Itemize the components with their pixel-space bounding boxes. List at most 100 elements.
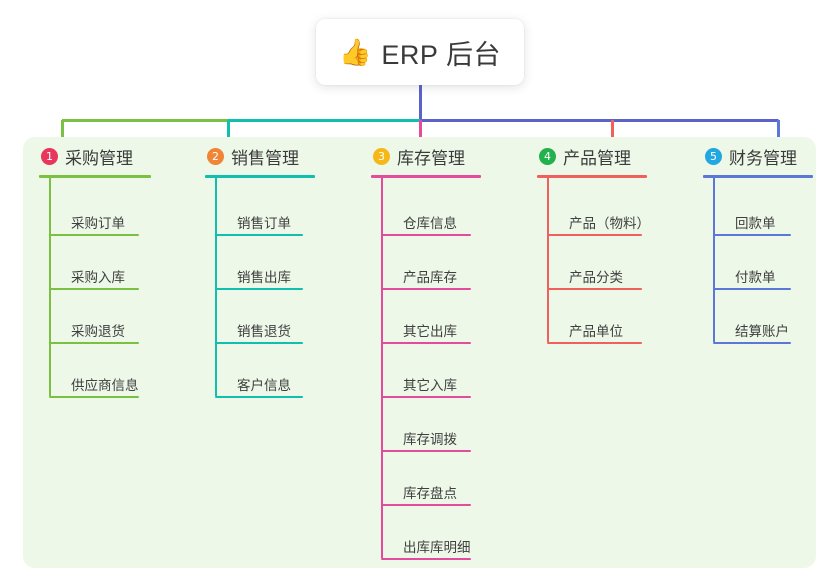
branch-rule-1 [39,175,151,178]
leaf-item-rule [215,234,303,236]
leaf-list-5: 回款单付款单结算账户 [713,178,816,344]
branch-column-1: 1 采购管理采购订单采购入库采购退货供应商信息 [23,137,189,568]
branch-rule-2 [205,175,315,178]
branch-header-3[interactable]: 3 库存管理 [355,137,521,175]
leaf-item-label: 产品（物料） [569,215,650,231]
leaf-item[interactable]: 其它出库 [381,290,521,344]
branch-badge-4: 4 [539,147,556,165]
leaf-item-label: 结算账户 [735,323,789,339]
leaf-item[interactable]: 产品单位 [547,290,687,344]
branch-column-4: 4 产品管理产品（物料） 产品分类产品单位 [521,137,687,568]
leaf-list-2: 销售订单销售出库销售退货客户信息 [215,178,355,398]
leaf-item-rule [49,396,139,398]
leaf-item-rule [713,234,791,236]
leaf-item[interactable]: 付款单 [713,236,816,290]
leaf-spine-3 [381,178,383,558]
leaf-spine-4 [547,178,549,342]
leaf-item-label: 销售出库 [237,269,291,285]
branch-column-3: 3 库存管理仓库信息产品库存其它出库其它入库库存调拨库存盘点出库库明细 [355,137,521,568]
branch-badge-3: 3 [373,147,390,165]
leaf-item-rule [547,342,642,344]
leaf-item[interactable]: 库存调拨 [381,398,521,452]
leaf-item-label: 库存调拨 [403,431,457,447]
leaf-item[interactable]: 采购订单 [49,182,189,236]
leaf-item[interactable]: 回款单 [713,182,816,236]
leaf-spine-1 [49,178,51,396]
branch-title-3: 库存管理 [397,148,465,168]
leaf-item-rule [49,288,139,290]
branch-badge-5: 5 [705,147,722,165]
branch-title-4: 产品管理 [563,148,631,168]
leaf-item[interactable]: 产品（物料） [547,182,687,236]
leaf-list-3: 仓库信息产品库存其它出库其它入库库存调拨库存盘点出库库明细 [381,178,521,560]
leaf-item-label: 销售订单 [237,215,291,231]
leaf-item-rule [381,234,471,236]
leaf-item-label: 付款单 [735,269,776,285]
leaf-item[interactable]: 供应商信息 [49,344,189,398]
leaf-item-label: 销售退货 [237,323,291,339]
branch-rule-3 [371,175,481,178]
leaf-item-rule [381,450,471,452]
leaf-item-label: 其它出库 [403,323,457,339]
leaf-spine-2 [215,178,217,396]
leaf-item-label: 产品单位 [569,323,623,339]
leaf-item-rule [713,342,791,344]
leaf-item[interactable]: 产品库存 [381,236,521,290]
leaf-item[interactable]: 采购退货 [49,290,189,344]
leaf-item[interactable]: 仓库信息 [381,182,521,236]
leaf-item-rule [49,234,139,236]
leaf-item[interactable]: 采购入库 [49,236,189,290]
leaf-item-label: 客户信息 [237,377,291,393]
leaf-item[interactable]: 销售出库 [215,236,355,290]
leaf-item[interactable]: 产品分类 [547,236,687,290]
leaf-item-label: 采购退货 [71,323,125,339]
thumbs-up-icon: 👍 [339,37,372,67]
leaf-item-rule [381,288,471,290]
leaf-item-rule [381,396,471,398]
root-title: ERP 后台 [381,39,501,70]
leaf-spine-5 [713,178,715,342]
leaf-item[interactable]: 其它入库 [381,344,521,398]
branch-header-4[interactable]: 4 产品管理 [521,137,687,175]
leaf-item-label: 仓库信息 [403,215,457,231]
leaf-item-rule [215,288,303,290]
leaf-item[interactable]: 客户信息 [215,344,355,398]
leaf-item-rule [713,288,791,290]
leaf-item-label: 产品库存 [403,269,457,285]
leaf-item-rule [547,288,642,290]
leaf-list-1: 采购订单采购入库采购退货供应商信息 [49,178,189,398]
leaf-item[interactable]: 销售退货 [215,290,355,344]
leaf-item[interactable]: 出库库明细 [381,506,521,560]
leaf-item[interactable]: 结算账户 [713,290,816,344]
branch-rule-4 [537,175,647,178]
branch-title-5: 财务管理 [729,148,797,168]
leaf-item-label: 采购入库 [71,269,125,285]
leaf-item-label: 其它入库 [403,377,457,393]
leaf-item[interactable]: 库存盘点 [381,452,521,506]
branch-panel [23,137,816,568]
leaf-item-rule [547,234,642,236]
branch-title-1: 采购管理 [65,148,133,168]
leaf-item-rule [381,342,471,344]
leaf-item-label: 供应商信息 [71,377,139,393]
leaf-item-rule [49,342,139,344]
branch-header-5[interactable]: 5 财务管理 [687,137,816,175]
branch-badge-1: 1 [41,147,58,165]
leaf-item-rule [381,558,471,560]
branch-header-1[interactable]: 1 采购管理 [23,137,189,175]
leaf-item-rule [381,504,471,506]
leaf-list-4: 产品（物料） 产品分类产品单位 [547,178,687,344]
root-node[interactable]: 👍 ERP 后台 [316,19,524,85]
leaf-item[interactable]: 销售订单 [215,182,355,236]
leaf-item-label: 库存盘点 [403,485,457,501]
branch-badge-2: 2 [207,147,224,165]
branch-column-5: 5 财务管理回款单付款单结算账户 [687,137,816,568]
leaf-item-rule [215,396,303,398]
leaf-item-rule [215,342,303,344]
leaf-item-label: 出库库明细 [403,539,471,555]
leaf-item-label: 产品分类 [569,269,623,285]
